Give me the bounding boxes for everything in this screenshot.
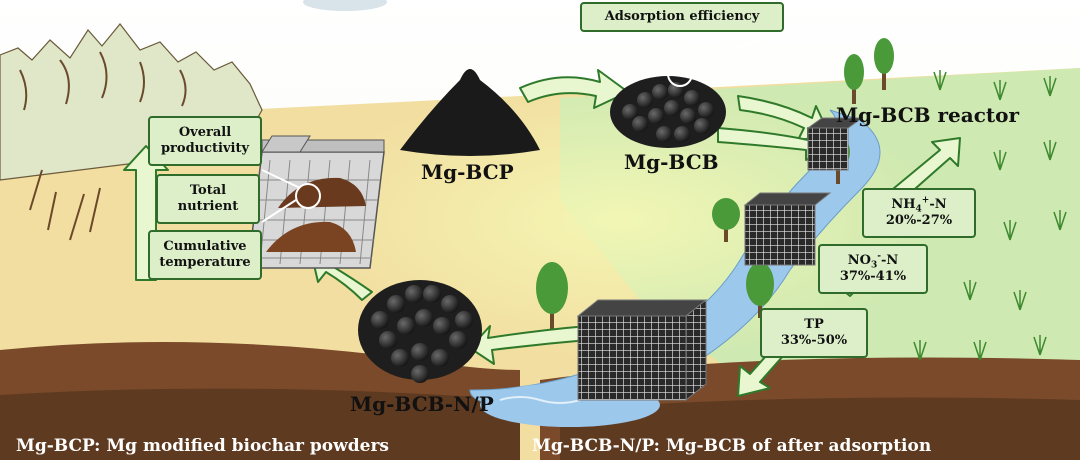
rice-plants — [913, 70, 1067, 361]
no3-removal-box: NO3--N 37%-41% — [818, 244, 928, 294]
overall-productivity-box: Overall productivity — [148, 116, 262, 166]
nh4-species: NH4+-N — [891, 195, 947, 215]
total-nutrient-box: Total nutrient — [156, 174, 260, 224]
legend-mg-bcp: Mg-BCP: Mg modified biochar powders — [16, 436, 389, 456]
nh4-range: 20%-27% — [885, 213, 953, 228]
magnifier-callouts — [261, 39, 761, 223]
mg-bcp-powder-pile — [400, 69, 540, 156]
overall-productivity-line1: Overall — [178, 125, 232, 140]
cumulative-temperature-line1: Cumulative — [163, 239, 247, 254]
mountain-ridges — [19, 51, 187, 241]
adsorption-efficiency-text: Adsorption efficiency — [604, 9, 760, 24]
tp-range: 33%-50% — [780, 333, 848, 348]
soil-right-dark — [560, 397, 1080, 460]
reactor-cages — [576, 117, 864, 402]
mg-bcp-label: Mg-BCP — [421, 160, 514, 184]
mg-bcb-label: Mg-BCB — [624, 150, 719, 174]
nh4-removal-box: NH4+-N 20%-27% — [862, 188, 976, 238]
adsorption-efficiency-box: Adsorption efficiency — [580, 2, 784, 32]
overall-productivity-line2: productivity — [160, 141, 250, 156]
tp-removal-box: TP 33%-50% — [760, 308, 868, 358]
total-nutrient-line1: Total — [189, 183, 227, 198]
total-nutrient-line2: nutrient — [177, 199, 239, 214]
cumulative-temperature-line2: temperature — [159, 255, 251, 270]
soil-left-dark — [0, 388, 520, 460]
reactor-label: Mg-BCB reactor — [836, 103, 1019, 127]
tp-species: TP — [804, 317, 824, 332]
mg-bcb-np-bead-pile — [358, 280, 482, 383]
cumulative-temperature-box: Cumulative temperature — [148, 230, 262, 280]
cloud — [303, 0, 387, 11]
compost-bins — [247, 135, 385, 269]
mg-bcb-bead-pile — [610, 76, 726, 148]
no3-range: 37%-41% — [839, 269, 907, 284]
legend-mg-bcb-np: Mg-BCB-N/P: Mg-BCB of after adsorption — [532, 436, 932, 456]
mg-bcb-np-label: Mg-BCB-N/P — [350, 392, 494, 416]
no3-species: NO3--N — [847, 251, 899, 271]
